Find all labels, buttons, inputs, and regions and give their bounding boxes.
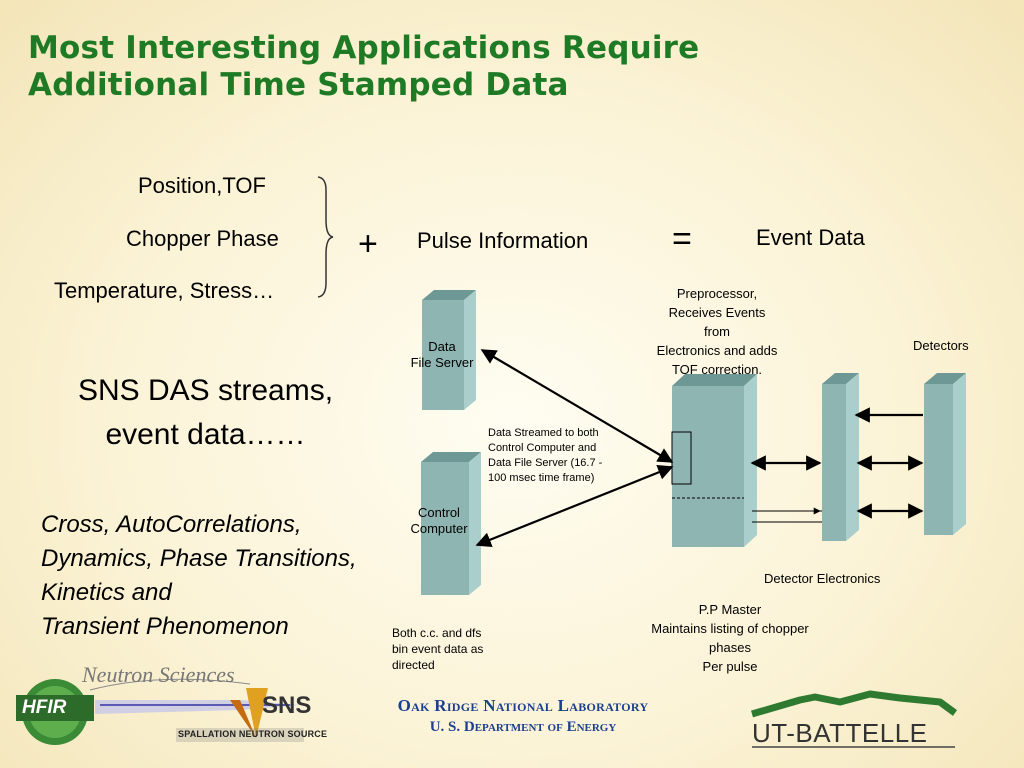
plus-sign: + bbox=[358, 225, 378, 263]
arrow-cc-preprocessor bbox=[475, 464, 674, 548]
applications-list: Cross, AutoCorrelations, Dynamics, Phase… bbox=[41, 508, 431, 644]
cc-label-line-1: Control bbox=[418, 505, 460, 520]
pp-master-line-3: phases bbox=[709, 640, 751, 655]
bin-note-line-1: Both c.c. and dfs bbox=[392, 626, 482, 640]
title-line-1: Most Interesting Applications Require bbox=[28, 30, 700, 66]
neutron-sciences-logo bbox=[16, 678, 304, 745]
pulse-information-label: Pulse Information bbox=[417, 228, 589, 253]
data-file-server-label: Data File Server bbox=[398, 339, 486, 371]
preprocessor-note-line-2: Receives Events bbox=[668, 305, 766, 320]
doe-name: U. S. Department of Energy bbox=[429, 719, 617, 735]
ornl-name: Oak Ridge National Laboratory bbox=[397, 696, 649, 715]
sns-logo-text: SNS bbox=[262, 692, 312, 719]
preprocessor-note: Preprocessor, Receives Events from Elect… bbox=[628, 284, 806, 379]
neutron-sciences-wordmark: Neutron Sciences bbox=[82, 662, 235, 687]
arrow-dfs-preprocessor bbox=[480, 349, 674, 463]
stream-note-line-3: Data File Server (16.7 - bbox=[488, 457, 603, 469]
detector-electronics-label: Detector Electronics bbox=[764, 571, 881, 586]
detectors-box bbox=[924, 373, 966, 535]
sns-das-line-1: SNS DAS streams, bbox=[77, 374, 334, 407]
ut-battelle-wordmark: UT-BATTELLE bbox=[752, 718, 928, 748]
dfs-label-line-2: File Server bbox=[410, 355, 474, 370]
sns-das-streams-text: SNS DAS streams, event data…… bbox=[48, 369, 363, 457]
preprocessor-note-line-5: TOF correction. bbox=[671, 362, 763, 377]
preprocessor-box bbox=[671, 374, 757, 547]
detector-electronics-box bbox=[822, 373, 859, 541]
pp-master-note: P.P Master Maintains listing of chopper … bbox=[624, 600, 836, 676]
pp-master-line-4: Per pulse bbox=[702, 659, 758, 674]
application-line-4: Transient Phenomenon bbox=[41, 613, 289, 640]
application-line-1: Cross, AutoCorrelations, bbox=[41, 511, 302, 538]
item-chopper-phase: Chopper Phase bbox=[126, 226, 279, 251]
spallation-neutron-source-text: SPALLATION NEUTRON SOURCE bbox=[178, 729, 328, 739]
cc-label-line-2: Computer bbox=[410, 521, 468, 536]
control-computer-label: Control Computer bbox=[399, 505, 479, 537]
stream-note-line-4: 100 msec time frame) bbox=[488, 472, 595, 484]
bin-note: Both c.c. and dfs bin event data as dire… bbox=[392, 625, 522, 673]
slide-title: Most Interesting Applications Require Ad… bbox=[28, 30, 699, 104]
stream-note-line-2: Control Computer and bbox=[488, 442, 597, 454]
detectors-label: Detectors bbox=[913, 338, 969, 353]
control-computer-box bbox=[421, 452, 481, 595]
preprocessor-note-line-4: Electronics and adds bbox=[656, 343, 778, 358]
curly-brace bbox=[317, 176, 334, 298]
data-file-server-box bbox=[422, 290, 476, 410]
stream-note: Data Streamed to both Control Computer a… bbox=[488, 426, 628, 486]
event-data-label: Event Data bbox=[756, 225, 865, 250]
preprocessor-note-line-3: from bbox=[704, 324, 730, 339]
item-position-tof: Position,TOF bbox=[138, 173, 266, 198]
application-line-2: Dynamics, Phase Transitions, bbox=[41, 545, 357, 572]
hfir-logo-text: HFIR bbox=[22, 697, 67, 718]
bin-note-line-3: directed bbox=[392, 658, 435, 672]
dfs-label-line-1: Data bbox=[428, 339, 456, 354]
preprocessor-note-line-1: Preprocessor, bbox=[676, 286, 758, 301]
application-line-3: Kinetics and bbox=[41, 579, 172, 606]
bin-note-line-2: bin event data as bbox=[392, 642, 484, 656]
ut-battelle-logo bbox=[751, 690, 958, 748]
item-temperature-stress: Temperature, Stress… bbox=[54, 278, 275, 303]
pp-master-line-2: Maintains listing of chopper bbox=[651, 621, 809, 636]
stream-note-line-1: Data Streamed to both bbox=[488, 427, 599, 439]
pp-master-line-1: P.P Master bbox=[698, 602, 762, 617]
title-line-2: Additional Time Stamped Data bbox=[28, 67, 569, 103]
sns-das-line-2: event data…… bbox=[105, 418, 306, 451]
equals-sign: = bbox=[672, 220, 692, 258]
